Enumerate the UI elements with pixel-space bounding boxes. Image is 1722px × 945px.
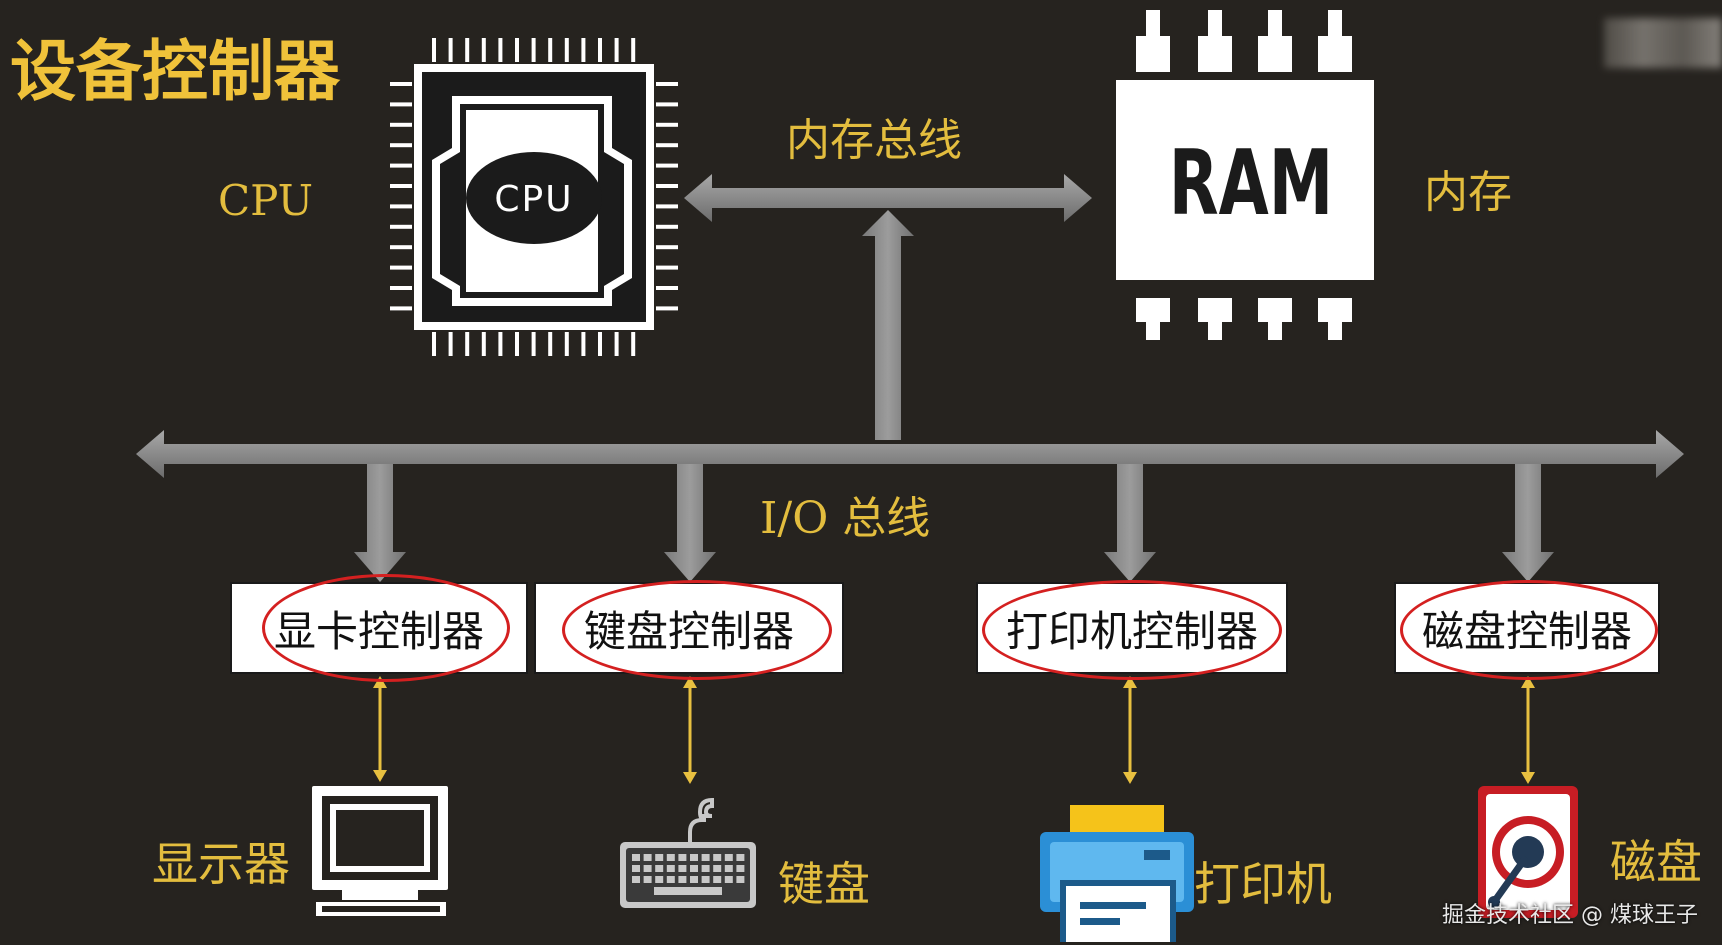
controller-feed-arrows bbox=[354, 464, 1554, 582]
controller-disk: 磁盘控制器 bbox=[1394, 580, 1660, 680]
memory-bus-label: 内存总线 bbox=[786, 115, 962, 166]
monitor-icon bbox=[312, 786, 448, 916]
disk-icon bbox=[1478, 786, 1578, 918]
io-bus-label: I/O 总线 bbox=[760, 493, 931, 544]
ram-chip-label: RAM bbox=[1169, 131, 1334, 235]
controller-keyboard: 键盘控制器 bbox=[534, 580, 844, 680]
device-label-disk: 磁盘 bbox=[1610, 835, 1702, 889]
io-bus-arrow bbox=[136, 430, 1684, 478]
cpu-chip-label: CPU bbox=[494, 179, 573, 220]
controller-printer: 打印机控制器 bbox=[976, 580, 1288, 680]
controller-disk-label: 磁盘控制器 bbox=[1421, 606, 1632, 656]
controller-gpu-label: 显卡控制器 bbox=[273, 606, 484, 656]
controller-keyboard-label: 键盘控制器 bbox=[583, 606, 794, 656]
controller-printer-label: 打印机控制器 bbox=[1005, 606, 1258, 656]
watermark: 掘金技术社区 @ 煤球王子 bbox=[1442, 903, 1698, 928]
blurred-corner bbox=[1604, 18, 1722, 68]
device-label-keyboard: 键盘 bbox=[778, 857, 870, 911]
memory-bus-arrow bbox=[684, 174, 1092, 222]
device-links bbox=[373, 676, 1535, 784]
cpu-label: CPU bbox=[218, 176, 314, 225]
memory-label: 内存 bbox=[1424, 167, 1512, 218]
printer-icon bbox=[1040, 805, 1194, 942]
ram-chip-icon bbox=[1116, 10, 1374, 340]
keyboard-icon bbox=[620, 797, 756, 908]
bus-bridge-arrow bbox=[862, 210, 914, 440]
page-title: 设备控制器 bbox=[10, 33, 340, 110]
device-label-printer: 打印机 bbox=[1194, 857, 1332, 911]
cpu-chip-icon bbox=[390, 38, 678, 356]
device-label-monitor: 显示器 bbox=[152, 837, 290, 891]
controller-gpu: 显卡控制器 bbox=[230, 574, 528, 682]
